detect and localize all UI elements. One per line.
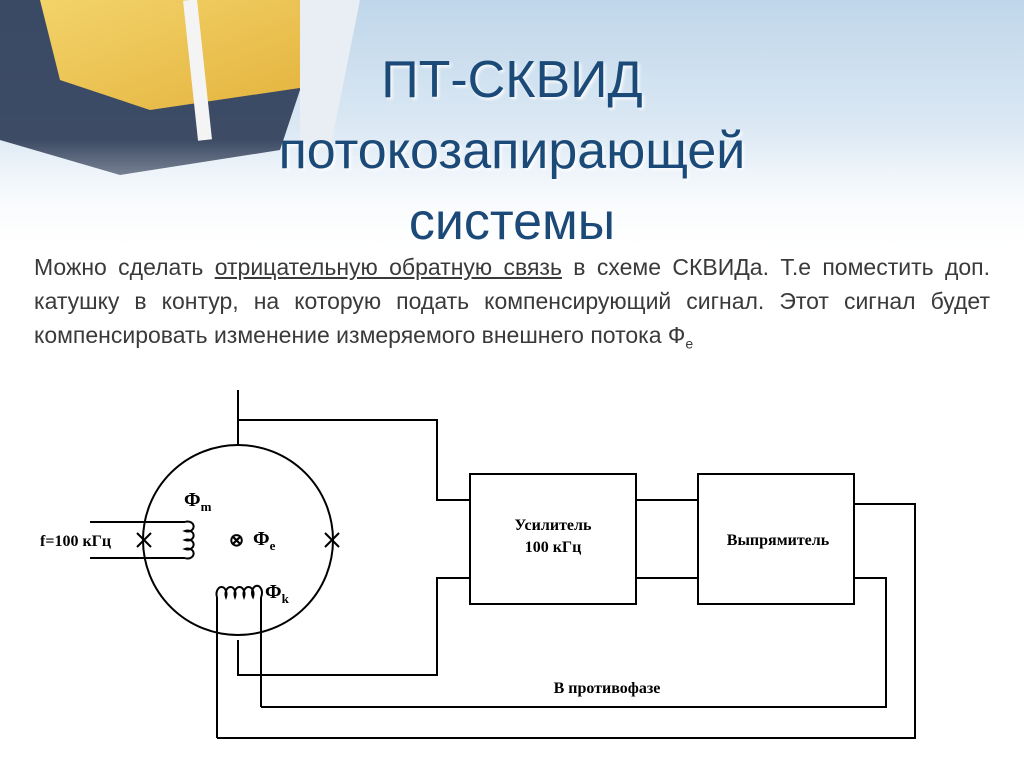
amplifier-box	[469, 473, 637, 605]
header-photo	[0, 0, 1024, 260]
phi-m-label: Φm	[184, 489, 212, 514]
amplifier-label-line-2: 100 кГц	[525, 539, 582, 556]
junction-right-icon	[324, 532, 340, 548]
junction-left-icon	[136, 532, 152, 548]
compensation-coil-icon	[215, 584, 263, 738]
phi-e-label: Φe	[253, 528, 276, 553]
description-paragraph: Можно сделать отрицательную обратную свя…	[34, 250, 990, 361]
paragraph-subscript: е	[685, 335, 694, 352]
phi-k-label: Φk	[265, 581, 290, 606]
amplifier-label-line-1: Усилитель	[515, 517, 592, 534]
header-photo-art	[0, 0, 1024, 260]
paragraph-underlined-text: отрицательную обратную связь	[214, 254, 562, 280]
modulation-coil-icon	[90, 520, 195, 560]
paragraph-text-1: Можно сделать	[34, 254, 215, 280]
frequency-label: f=100 кГц	[40, 533, 111, 550]
title-line-3: системы	[408, 193, 616, 251]
antiphase-label: В противофазе	[554, 680, 661, 697]
amplifier-input-wire-2	[237, 577, 470, 676]
paragraph-text-2: в схеме СКВИДа. Т.е поместить доп. катуш…	[34, 254, 990, 348]
rectifier-box	[697, 473, 855, 605]
rectifier-label: Выпрямитель	[727, 532, 830, 549]
feedback-wire-outer	[217, 503, 916, 739]
title-line-1: ПТ-СКВИД	[381, 51, 643, 109]
flux-direction-icon: ⊗	[229, 530, 244, 550]
feedback-wire-inner	[261, 577, 887, 708]
title-line-2: потокозапирающей	[278, 122, 746, 180]
amplifier-input-wire-1	[238, 419, 470, 501]
